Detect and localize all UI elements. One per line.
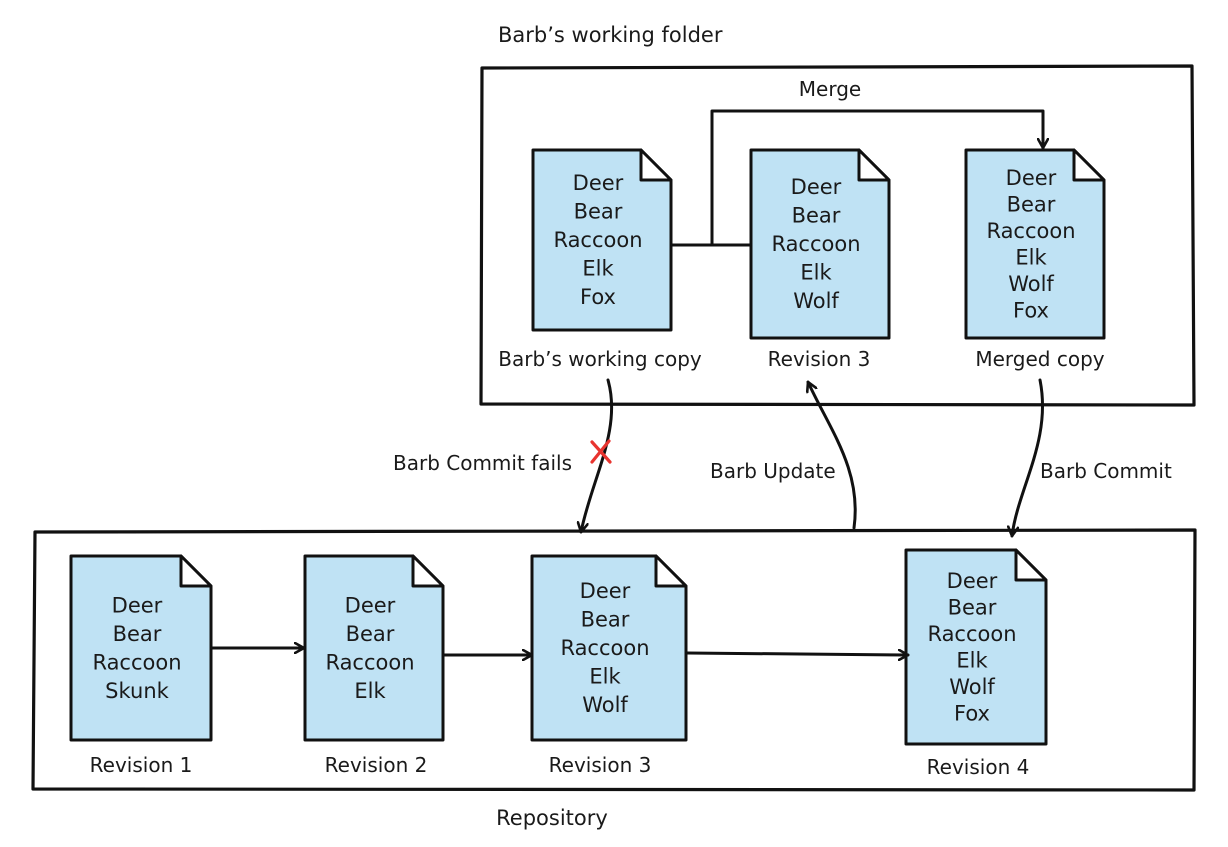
document-line: Deer <box>1006 166 1057 190</box>
document-line: Elk <box>800 261 832 285</box>
fail-x-icon <box>590 439 612 464</box>
update-arrow <box>808 380 857 530</box>
document-line: Deer <box>345 593 396 617</box>
document-line: Wolf <box>1008 272 1054 296</box>
caption-merged-copy: Merged copy <box>975 347 1104 371</box>
document-fold <box>857 148 891 182</box>
document-fold <box>1014 548 1048 582</box>
document-body <box>531 148 673 332</box>
document-line: Deer <box>580 579 631 603</box>
document-line: Wolf <box>582 693 628 717</box>
document-line: Raccoon <box>553 228 642 252</box>
actions: Barb Commit fails Barb Update Barb Commi… <box>393 378 1172 538</box>
document-line: Bear <box>948 595 997 619</box>
document-body <box>303 554 445 742</box>
document-line: Wolf <box>949 675 995 699</box>
document-fold <box>1072 148 1106 182</box>
document-line: Deer <box>947 569 998 593</box>
document-fold <box>179 554 213 588</box>
caption-revision-2: Revision 2 <box>325 753 428 777</box>
commit-fails-label: Barb Commit fails <box>393 451 572 475</box>
document-line: Bear <box>792 204 841 228</box>
working-folder: Barb’s working folder Merge DeerBearRacc… <box>479 23 1196 407</box>
document-line: Fox <box>954 701 990 725</box>
document-line: Elk <box>956 648 988 672</box>
document-body <box>69 554 213 742</box>
document-body <box>530 554 688 742</box>
document-fold <box>411 554 445 588</box>
document-line: Deer <box>112 593 163 617</box>
document-line: Elk <box>354 679 386 703</box>
arrow-revision-3-to-4 <box>685 653 910 655</box>
document-line: Raccoon <box>92 650 181 674</box>
repository-frame <box>31 528 1197 792</box>
caption-revision-4: Revision 4 <box>927 755 1030 779</box>
document-line: Raccoon <box>986 219 1075 243</box>
update-label: Barb Update <box>710 459 836 483</box>
document-line: Raccoon <box>771 232 860 256</box>
document-line: Skunk <box>105 679 169 703</box>
document-line: Bear <box>346 622 395 646</box>
document-line: Raccoon <box>927 622 1016 646</box>
document-line: Elk <box>582 257 614 281</box>
caption-revision-1: Revision 1 <box>90 753 193 777</box>
working-folder-frame <box>479 64 1196 407</box>
document-line: Bear <box>574 200 623 224</box>
commit-arrow <box>1012 378 1045 538</box>
document-line: Elk <box>1015 245 1047 269</box>
caption-revision-3: Revision 3 <box>549 753 652 777</box>
document-line: Bear <box>1007 192 1056 216</box>
caption-revision-3-local: Revision 3 <box>768 347 871 371</box>
document-line: Elk <box>589 665 621 689</box>
document-fold <box>639 148 673 182</box>
document-body <box>964 148 1106 340</box>
document-line: Wolf <box>793 289 839 313</box>
working-folder-title: Barb’s working folder <box>498 23 723 47</box>
document-line: Bear <box>581 608 630 632</box>
caption-barbs-working-copy: Barb’s working copy <box>498 347 702 371</box>
commit-label: Barb Commit <box>1040 459 1172 483</box>
document-fold <box>654 554 688 588</box>
merge-arrow <box>710 109 1043 247</box>
document-line: Fox <box>1013 298 1049 322</box>
document-line: Bear <box>113 622 162 646</box>
document-line: Deer <box>573 171 624 195</box>
repository-title: Repository <box>496 806 608 830</box>
document-line: Deer <box>791 175 842 199</box>
document-body <box>904 548 1048 746</box>
document-line: Fox <box>580 285 616 309</box>
document-body <box>749 148 891 340</box>
document-line: Raccoon <box>325 650 414 674</box>
document-line: Raccoon <box>560 636 649 660</box>
merge-label: Merge <box>799 77 861 101</box>
